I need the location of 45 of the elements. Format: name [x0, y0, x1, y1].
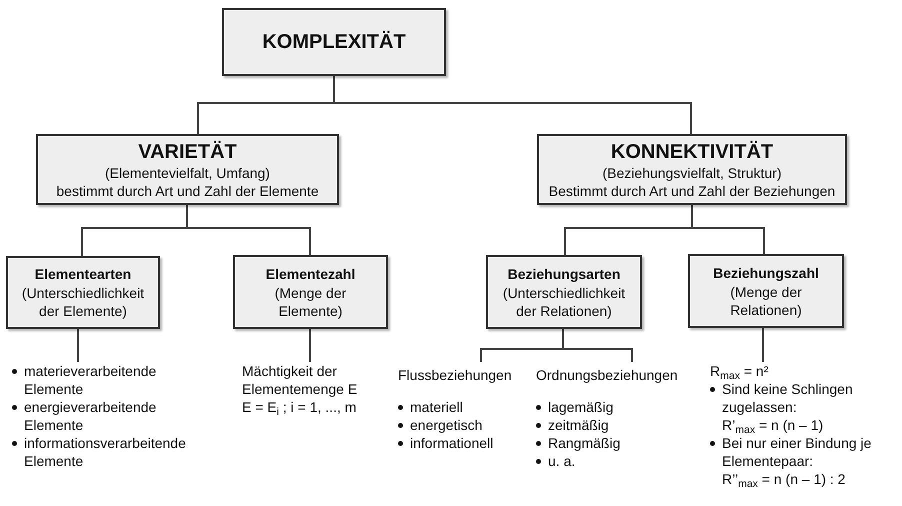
- bullet-item: materiell: [410, 398, 463, 416]
- formula-text: R’’$_{max}$ = n (n – 1) : 2: [721, 470, 846, 488]
- bullet-item: informationsverarbeitende Elemente: [24, 434, 187, 470]
- bullet-item: energetisch: [410, 416, 482, 434]
- box-heading: Elementearten: [34, 265, 132, 284]
- formula-text: R’$_{max}$ = n (n – 1): [721, 416, 824, 434]
- connector-line: [77, 329, 79, 362]
- connector-line: [333, 76, 692, 134]
- connector-line: [562, 329, 633, 362]
- body-text: Mächtigkeit der Elementemenge E: [242, 362, 358, 398]
- bullet-item: Bei nur einer Bindung je Elementepaar:: [722, 434, 872, 470]
- box-heading: KONNEKTIVITÄT: [610, 140, 774, 164]
- connector-line: [762, 328, 764, 362]
- concept-box: [222, 8, 446, 76]
- bullet-item: Rangmäßig: [548, 434, 620, 452]
- bullet-item: zeitmäßig: [548, 416, 609, 434]
- box-description: (Elementevielfalt, Umfang): [105, 164, 270, 182]
- list-heading: Flussbeziehungen: [398, 366, 513, 384]
- box-description: (Unterschiedlichkeit der Relationen): [502, 284, 626, 320]
- connector-line: [309, 329, 311, 362]
- box-description: (Beziehungsvielfalt, Struktur): [602, 164, 782, 182]
- box-description: (Menge der Relationen): [729, 282, 803, 318]
- box-heading: Elementezahl: [266, 264, 356, 284]
- bullet-item: Sind keine Schlingen zugelassen:: [722, 380, 854, 416]
- list-heading: Ordnungsbeziehungen: [536, 366, 679, 384]
- box-description: (Unterschiedlichkeit der Elemente): [20, 284, 146, 320]
- box-description: bestimmt durch Art und Zahl der Elemente: [56, 182, 319, 200]
- concept-box: [36, 134, 339, 205]
- bullet-item: u. a.: [548, 452, 576, 470]
- connector-line: [691, 205, 765, 254]
- box-heading: Beziehungszahl: [713, 264, 819, 282]
- box-description: Bestimmt durch Art und Zahl der Beziehungen: [548, 182, 836, 200]
- box-description: (Menge der Elemente): [274, 284, 348, 320]
- box-heading: VARIETÄT: [138, 140, 237, 164]
- concept-box: [537, 134, 847, 205]
- concept-box: [233, 255, 388, 329]
- box-heading: Beziehungsarten: [508, 264, 620, 284]
- body-text: R$_{max}$ = n²: [710, 362, 770, 380]
- bullet-item: informationell: [410, 434, 494, 452]
- concept-box: [6, 256, 160, 329]
- concept-box: [486, 255, 642, 329]
- box-heading: KOMPLEXITÄT: [262, 30, 406, 55]
- bullet-item: lagemäßig: [548, 398, 614, 416]
- body-text: E = E$_{i}$ ; i = 1, ..., m: [242, 398, 358, 416]
- concept-box: [688, 254, 844, 328]
